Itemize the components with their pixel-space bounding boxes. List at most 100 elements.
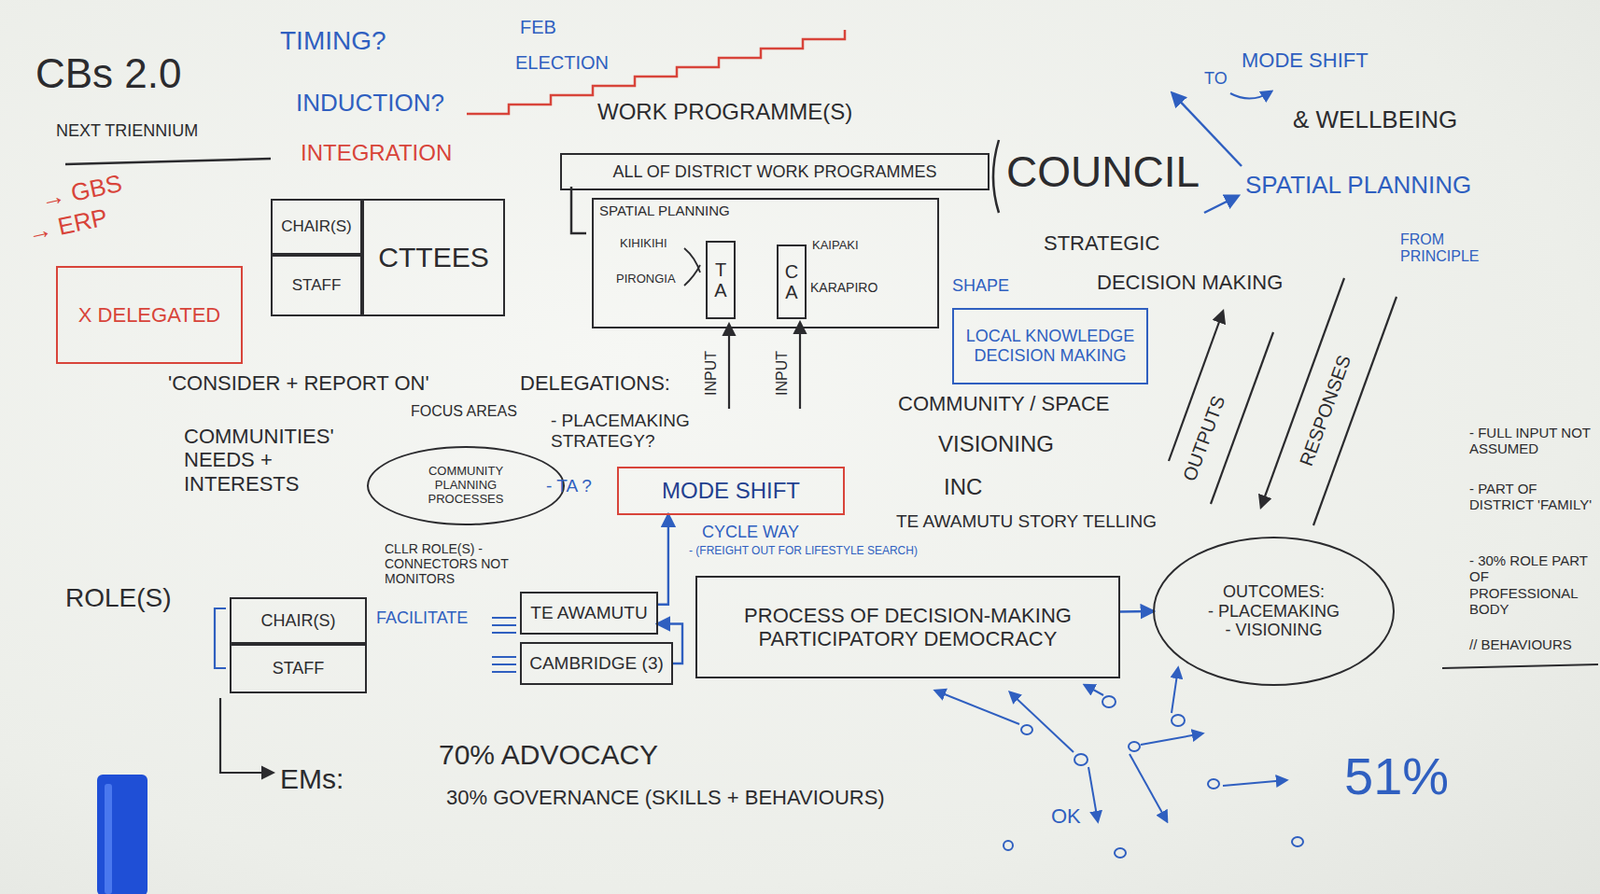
arrow: [1140, 733, 1203, 745]
sketch-arc: [684, 265, 701, 286]
whiteboard-note: & WELLBEING: [1292, 106, 1458, 135]
participant-dot: [1171, 715, 1185, 727]
underline: [65, 158, 271, 165]
participant-dot: [1102, 696, 1116, 708]
bracket: [993, 140, 999, 213]
node-text: X DELEGATED: [78, 303, 221, 327]
node-text: SPATIAL PLANNING: [599, 202, 730, 219]
bracket: [571, 186, 587, 234]
whiteboard-note: 51%: [1344, 746, 1449, 807]
whiteboard-note: INC: [943, 474, 983, 501]
participant-dot: [1291, 837, 1304, 847]
connector: [1120, 610, 1153, 614]
arrow: [1230, 91, 1272, 99]
participant-cluster: [935, 668, 1304, 858]
ellipse-node: COMMUNITY PLANNING PROCESSES: [366, 446, 565, 526]
box-node: MODE SHIFT: [617, 466, 845, 516]
node-text: PROCESS OF DECISION-MAKING: [743, 603, 1072, 628]
box-node: PROCESS OF DECISION-MAKINGPARTICIPATORY …: [695, 575, 1121, 679]
node-text: PARTICIPATORY DEMOCRACY: [758, 627, 1058, 651]
node-text: MODE SHIFT: [661, 477, 800, 505]
whiteboard-note: → ERP: [25, 203, 111, 248]
whiteboard-note: MODE SHIFT: [1241, 48, 1369, 72]
participant-dot: [1021, 725, 1033, 735]
whiteboard-note: TE AWAMUTU STORY TELLING: [896, 511, 1157, 533]
node-text: TA: [711, 259, 730, 301]
whiteboard-note: ROLE(S): [65, 583, 172, 614]
participant-dot: [1207, 779, 1220, 789]
whiteboard-note: 30% GOVERNANCE (SKILLS + BEHAVIOURS): [446, 785, 885, 810]
whiteboard-note: FROM PRINCIPLE: [1400, 231, 1499, 267]
whiteboard-note: TO: [1204, 69, 1228, 89]
participant-dot: [1114, 848, 1126, 858]
node-text: STAFF: [272, 659, 325, 679]
whiteboard-note: RESPONSES: [1295, 352, 1356, 470]
node-text: ALL OF DISTRICT WORK PROGRAMMES: [612, 162, 937, 183]
node-text: CTTEES: [378, 241, 489, 275]
whiteboard-note: 70% ADVOCACY: [438, 739, 659, 772]
whiteboard-note: DELEGATIONS:: [519, 371, 671, 395]
whiteboard-note: COUNCIL: [1006, 147, 1200, 197]
arrow: [1222, 780, 1287, 786]
diagram-title: CBs 2.0: [35, 50, 183, 99]
whiteboard-note: STRATEGIC: [1043, 231, 1160, 255]
whiteboard-note: FACILITATE: [376, 608, 468, 629]
participant-dot: [1003, 841, 1013, 851]
box-node: CHAIR(S): [229, 597, 367, 645]
node-text: CHAIR(S): [261, 611, 337, 632]
box-node: ALL OF DISTRICT WORK PROGRAMMES: [560, 153, 990, 191]
whiteboard-note: FEB: [519, 16, 557, 39]
whiteboard-note: SPATIAL PLANNING: [1245, 171, 1472, 200]
whiteboard-note: INPUT: [773, 350, 791, 396]
whiteboard-note: KIHIKIHI: [619, 237, 668, 252]
whiteboard-note: ELECTION: [515, 52, 609, 74]
whiteboard-note: WORK PROGRAMME(S): [597, 98, 853, 126]
box-node: CTTEES: [362, 198, 506, 317]
whiteboard-note: INPUT: [702, 350, 720, 396]
box-node: CHAIR(S): [270, 198, 363, 255]
input-arrow: [799, 322, 801, 409]
node-text: COMMUNITY PLANNING PROCESSES: [396, 464, 535, 507]
arrow: [935, 690, 1020, 725]
whiteboard-note: TIMING?: [280, 26, 387, 57]
arrow: [1171, 668, 1179, 714]
node-text: - PLACEMAKING: [1207, 602, 1340, 622]
node-text: CAMBRIDGE (3): [529, 653, 664, 674]
whiteboard-note: PIRONGIA: [616, 272, 676, 287]
whiteboard-note: 'CONSIDER + REPORT ON': [168, 371, 430, 395]
tally-lines: [491, 657, 517, 673]
input-arrow: [728, 324, 730, 409]
node-text: LOCAL KNOWLEDGE DECISION MAKING: [961, 326, 1139, 365]
whiteboard-note: KAIPAKI: [812, 238, 859, 253]
whiteboard-note: CYCLE WAY: [701, 522, 800, 543]
arrow: [1010, 692, 1074, 753]
box-node: LOCAL KNOWLEDGE DECISION MAKING: [952, 308, 1149, 385]
whiteboard-note: COMMUNITY / SPACE: [898, 392, 1110, 416]
box-node: CA: [776, 244, 807, 320]
whiteboard-note: CLLR ROLE(S) - CONNECTORS NOT MONITORS: [384, 541, 576, 587]
arrow: [1084, 685, 1104, 696]
separator: [1442, 664, 1599, 669]
tally-lines: [491, 617, 517, 633]
whiteboard-note: FOCUS AREAS: [410, 403, 518, 421]
node-text: - VISIONING: [1224, 620, 1322, 641]
whiteboard-note: OK: [1051, 804, 1081, 829]
box-node: TE AWAMUTU: [519, 591, 659, 635]
node-text: CA: [782, 261, 801, 303]
whiteboard-note: - PART OF DISTRICT 'FAMILY': [1469, 480, 1593, 514]
participant-dot: [1074, 754, 1088, 766]
whiteboard-note: VISIONING: [938, 431, 1054, 458]
whiteboard-note: KARAPIRO: [810, 280, 878, 295]
arrow: [1088, 767, 1098, 822]
whiteboard-note: - PLACEMAKING STRATEGY?: [550, 410, 715, 452]
node-text: CHAIR(S): [280, 217, 352, 237]
arrow: [1204, 196, 1238, 213]
participant-dot: [1128, 742, 1140, 752]
box-node: STAFF: [229, 644, 367, 694]
box-node: SPATIAL PLANNING TA CA: [591, 197, 940, 329]
whiteboard-note: NEXT TRIENNIUM: [56, 121, 198, 141]
arrow: [220, 698, 273, 773]
node-text: STAFF: [292, 276, 342, 295]
box-node: CAMBRIDGE (3): [519, 642, 674, 686]
